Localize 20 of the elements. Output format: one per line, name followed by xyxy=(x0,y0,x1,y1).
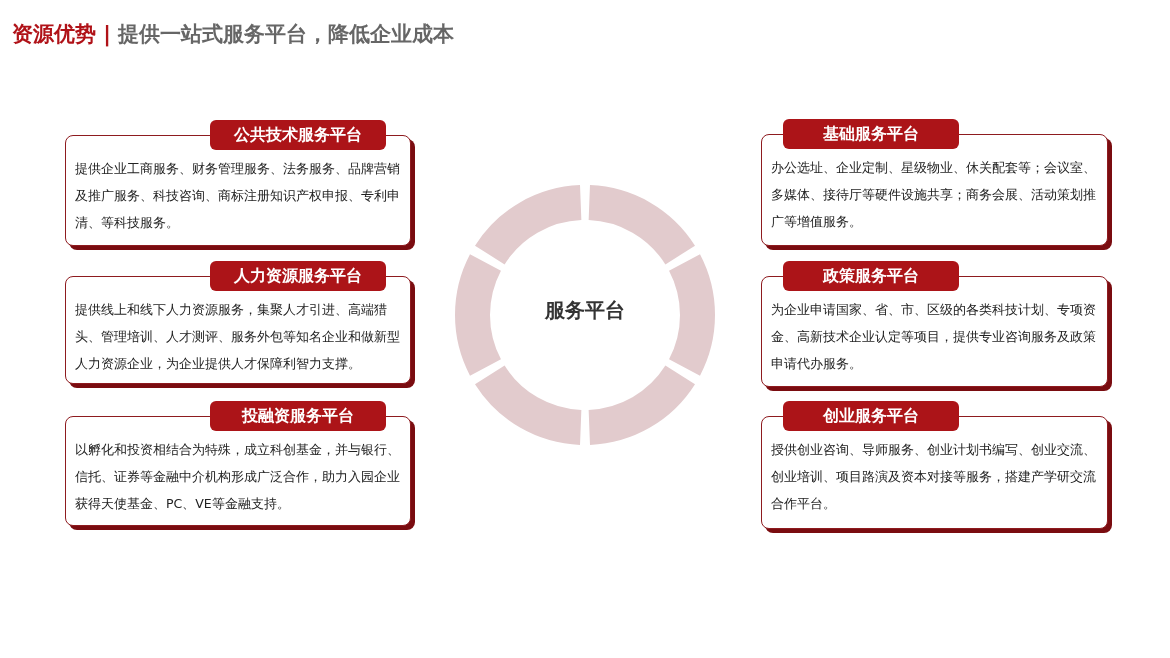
card-text: 授供创业咨询、导师服务、创业计划书编写、创业交流、创业培训、项目路演及资本对接等服务，搭建产学研交流合作平台。 xyxy=(771,441,1097,513)
card-heading: 人力资源服务平台 xyxy=(210,261,386,291)
service-card xyxy=(761,401,1108,529)
card-heading: 基础服务平台 xyxy=(783,119,959,149)
card-heading: 公共技术服务平台 xyxy=(210,120,386,150)
card-text: 以孵化和投资相结合为特殊，成立科创基金，并与银行、信托、证券等金融中介机构形成广泛合作，助力入园企业获得天使基金、PC、VE等金融支持。 xyxy=(75,441,401,513)
card-heading: 投融资服务平台 xyxy=(210,401,386,431)
service-card xyxy=(65,120,411,246)
card-heading: 政策服务平台 xyxy=(783,261,959,291)
card-text: 提供线上和线下人力资源服务，集聚人才引进、高端猎头、管理培训、人才测评、服务外包等知名企业和做新型人力资源企业，为企业提供人才保障利智力支撑。 xyxy=(75,301,401,373)
center-label: 服务平台 xyxy=(543,297,626,324)
card-text: 提供企业工商服务、财务管理服务、法务服务、品牌营销及推广服务、科技咨询、商标注册知识产权申报、专利申清、等科技服务。 xyxy=(75,160,401,232)
service-card xyxy=(65,401,411,526)
service-card xyxy=(761,119,1108,246)
service-card xyxy=(65,261,411,384)
page-title: 资源优势 | 提供一站式服务平台，降低企业成本 xyxy=(12,21,455,48)
card-text: 办公选址、企业定制、星级物业、休关配套等；会议室、多媒体、接待厅等硬件设施共享；商务会展、活动策划推广等增值服务。 xyxy=(771,159,1097,231)
service-card xyxy=(761,261,1108,387)
card-text: 为企业申请国家、省、市、区级的各类科技计划、专项资金、高新技术企业认定等项目，提供专业咨询服务及政策申请代办服务。 xyxy=(771,301,1097,373)
card-heading: 创业服务平台 xyxy=(783,401,959,431)
